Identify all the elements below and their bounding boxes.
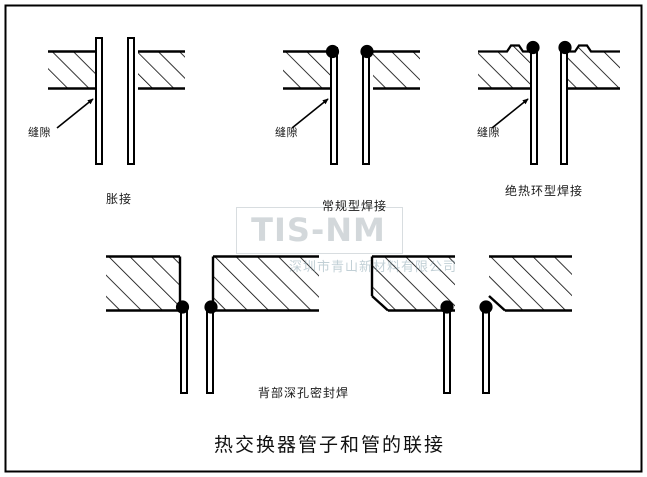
tube-wall-left: [530, 44, 538, 165]
gap-label-conventional-weld: 缝隙: [275, 126, 298, 139]
weld-bead: [440, 300, 454, 314]
tubesheet-block-a: [106, 255, 182, 312]
tubesheet-block-b: [211, 255, 319, 312]
tube-wall-right: [560, 44, 568, 165]
diagram-expansion-joint: [48, 37, 185, 165]
weld-bead: [175, 300, 190, 314]
tube-wall-left: [330, 47, 338, 165]
gap-pointer-arrow: [56, 98, 94, 129]
tubesheet-left: [48, 50, 95, 90]
weld-bead: [526, 40, 540, 55]
tube-wall-d: [482, 304, 490, 394]
tubesheet-right: [373, 50, 420, 90]
tube-wall-c: [443, 304, 451, 394]
diagram-insulated-ring-weld: [478, 40, 620, 165]
caption-expansion-joint: 胀接: [106, 192, 133, 206]
weld-bead: [360, 44, 374, 59]
gap-pointer-arrow: [291, 98, 329, 129]
tube-wall-right: [362, 47, 370, 165]
caption-insulated-ring-weld: 绝热环型焊接: [505, 184, 584, 198]
tubesheet-right: [138, 50, 185, 90]
gap-pointer-arrow: [491, 98, 529, 129]
weld-bead: [204, 300, 218, 314]
corner-chamfer: [488, 295, 506, 312]
tube-wall-left: [95, 37, 103, 165]
insulating-groove: [478, 44, 530, 53]
tubesheet-left: [283, 50, 330, 90]
insulating-groove: [568, 44, 620, 53]
weld-bead: [479, 300, 493, 314]
gap-label-expansion-joint: 缝隙: [28, 126, 51, 139]
diagram-conventional-weld: [283, 44, 420, 165]
tube-wall-right: [127, 37, 135, 165]
weld-bead: [325, 44, 340, 59]
figure-border: [4, 4, 643, 473]
page-title: 热交换器管子和管的联接: [214, 434, 446, 456]
gap-label-insulated-ring-weld: 缝隙: [477, 126, 500, 139]
tubesheet-block-d: [488, 255, 572, 312]
tube-wall-b: [206, 304, 214, 394]
diagram-back-deep-hole-seal-weld: [106, 255, 572, 394]
tube-wall-a: [180, 304, 188, 394]
tubesheet-left-with-groove: [478, 44, 530, 90]
caption-back-deep-hole-seal-weld: 背部深孔密封焊: [258, 386, 350, 400]
caption-conventional-weld: 常规型焊接: [322, 199, 388, 213]
corner-chamfer: [371, 295, 389, 312]
tubesheet-right-with-groove: [568, 44, 620, 90]
weld-bead: [558, 40, 572, 55]
